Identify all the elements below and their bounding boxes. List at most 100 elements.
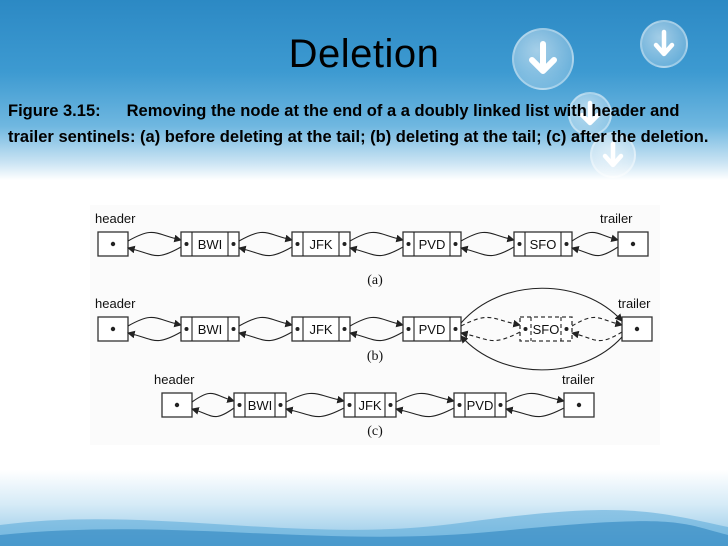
header-sentinel-pointer-dot [174, 402, 180, 408]
download-arrow-icon [640, 20, 688, 68]
link-a-3-prev-link [460, 245, 515, 257]
download-arrow-icon [512, 28, 574, 90]
download-arrow-icon [590, 132, 636, 178]
node-bwi-next-dot [231, 242, 236, 246]
download-arrow-icon [568, 92, 612, 136]
link-b-1-next-link [238, 316, 293, 328]
node-pvd-next-dot [453, 242, 458, 246]
slide-title: Deletion [288, 32, 440, 76]
link-b-1-prev-link [238, 330, 293, 342]
link-a-0-next-link [127, 231, 182, 243]
link-c-0-next-link [191, 392, 235, 403]
trailer-sentinel-pointer-dot [630, 241, 636, 247]
node-jfk-next-dot [342, 242, 347, 246]
trailer-sentinel-pointer-dot [634, 326, 640, 332]
node-bwi-prev-dot [184, 242, 189, 246]
removed-node-sfo-next-dot [564, 327, 569, 331]
part-a-label: (a) [367, 273, 383, 288]
trailer-sentinel-pointer-dot [576, 402, 582, 408]
header-label: header [95, 211, 136, 226]
link-b-0-next-link [127, 316, 182, 328]
node-label: BWI [198, 322, 223, 337]
link-b-2-prev-link [349, 330, 404, 342]
node-pvd-prev-dot [457, 403, 462, 407]
figure-caption: Figure 3.15:Removing the node at the end… [8, 98, 720, 150]
node-bwi-next-dot [231, 327, 236, 331]
node-jfk-prev-dot [347, 403, 352, 407]
node-sfo-prev-dot [517, 242, 522, 246]
link-c-trailer-prev-link [505, 406, 565, 418]
removed-node-sfo-prev-dot [523, 327, 528, 331]
link-a-2-prev-link [349, 245, 404, 257]
node-pvd-next-dot [498, 403, 503, 407]
node-label: PVD [419, 237, 446, 252]
node-jfk-prev-dot [295, 242, 300, 246]
link-c-trailer-next-link [505, 392, 565, 404]
link-a-trailer-prev-link [571, 245, 619, 257]
node-jfk [291, 316, 351, 342]
node-bwi-prev-dot [237, 403, 242, 407]
node-jfk [291, 231, 351, 257]
node-bwi-prev-dot [184, 327, 189, 331]
bypass-next-link [460, 287, 623, 324]
node-pvd [453, 392, 507, 418]
figure-number: Figure 3.15: [8, 102, 101, 120]
header-sentinel-pointer-dot [110, 241, 116, 247]
link-a-trailer-next-link [571, 231, 619, 243]
link-a-2-next-link [349, 231, 404, 243]
link-b-removed-left-next-link [460, 316, 521, 328]
node-label: SFO [533, 322, 560, 337]
node-bwi [233, 392, 287, 418]
node-bwi [180, 231, 240, 257]
part-b-label: (b) [367, 349, 384, 364]
caption-text: Removing the node at the end of a a doub… [8, 102, 709, 146]
trailer-label: trailer [600, 211, 633, 226]
link-a-3-next-link [460, 231, 515, 243]
node-jfk-next-dot [388, 403, 393, 407]
bypass-prev-link [460, 335, 623, 371]
header-label: header [95, 296, 136, 311]
trailer-label: trailer [618, 296, 651, 311]
node-jfk-next-dot [342, 327, 347, 331]
node-label: JFK [309, 322, 332, 337]
link-b-2-next-link [349, 316, 404, 328]
link-a-0-prev-link [127, 245, 182, 257]
link-b-removed-right-prev-link [571, 330, 623, 342]
link-a-1-next-link [238, 231, 293, 243]
footer-wave [0, 509, 728, 546]
trailer-label: trailer [562, 372, 595, 387]
link-b-removed-right-next-link [571, 316, 623, 328]
node-bwi-next-dot [278, 403, 283, 407]
link-c-2-next-link [395, 392, 455, 404]
header-label: header [154, 372, 195, 387]
node-pvd [402, 231, 462, 257]
node-label: PVD [467, 398, 494, 413]
part-c-label: (c) [367, 424, 383, 439]
node-label: BWI [248, 398, 273, 413]
node-bwi [180, 316, 240, 342]
node-label: PVD [419, 322, 446, 337]
node-label: BWI [198, 237, 223, 252]
link-b-0-prev-link [127, 330, 182, 342]
node-pvd-next-dot [453, 327, 458, 331]
link-c-2-prev-link [395, 406, 455, 418]
node-jfk-prev-dot [295, 327, 300, 331]
node-sfo-next-dot [564, 242, 569, 246]
link-c-1-next-link [285, 392, 345, 404]
node-label: JFK [309, 237, 332, 252]
link-b-removed-left-prev-link [460, 330, 521, 342]
node-label: SFO [530, 237, 557, 252]
node-jfk [343, 392, 397, 418]
node-pvd-prev-dot [406, 327, 411, 331]
removed-node-sfo [519, 316, 573, 342]
node-sfo [513, 231, 573, 257]
node-label: JFK [358, 398, 381, 413]
header-sentinel-pointer-dot [110, 326, 116, 332]
node-pvd-prev-dot [406, 242, 411, 246]
link-a-1-prev-link [238, 245, 293, 257]
